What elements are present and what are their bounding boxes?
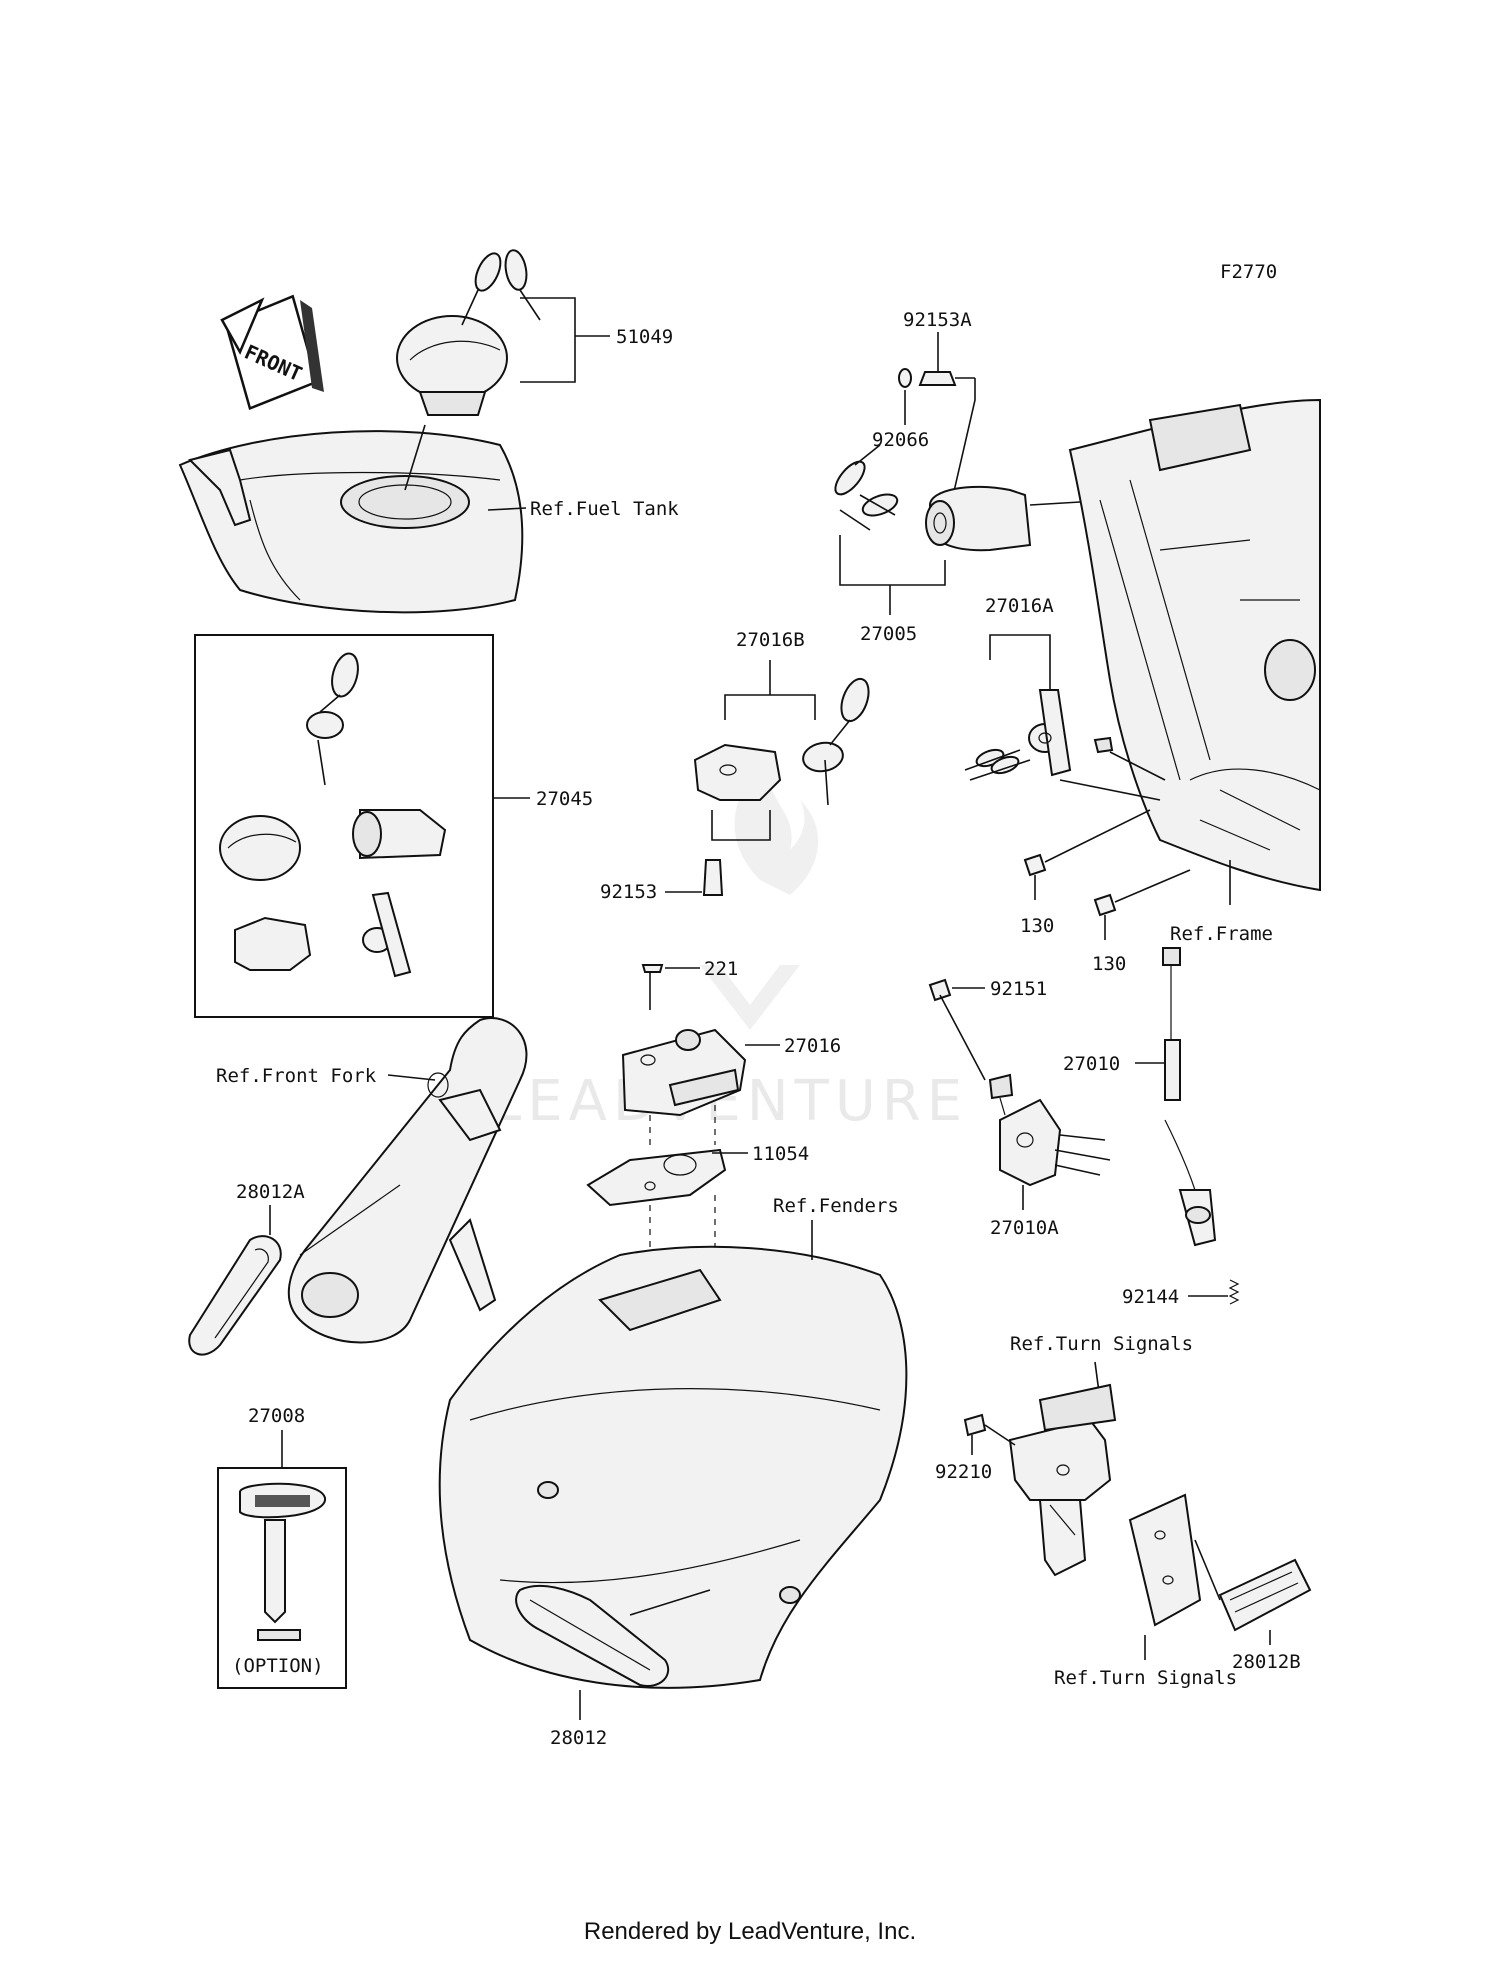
label-51049: 51049 <box>616 326 673 348</box>
option-label: (OPTION) <box>232 1655 324 1677</box>
ref-turn-signals-bottom: Ref.Turn Signals <box>1054 1667 1237 1689</box>
spring-92144 <box>1228 1279 1240 1305</box>
nut-92210 <box>963 1413 987 1437</box>
label-27008: 27008 <box>248 1405 305 1427</box>
plate-turn-signal <box>1128 1493 1202 1627</box>
kit-27045-lock-housing <box>234 916 312 971</box>
keys-27005 <box>834 444 899 531</box>
plate-11054 <box>586 1148 727 1207</box>
label-92144: 92144 <box>1122 1286 1179 1308</box>
reflector-28012B <box>1218 1558 1312 1632</box>
reflector-28012A <box>188 1235 282 1356</box>
label-27016: 27016 <box>784 1035 841 1057</box>
kit-27045-lock <box>362 891 412 978</box>
kit-27045-keys <box>306 652 359 786</box>
leader-frame-cyl <box>1029 501 1081 506</box>
keys-27016B <box>802 677 870 806</box>
ref-frame: Ref.Frame <box>1170 923 1273 945</box>
frame <box>1068 398 1321 892</box>
keys-27016A <box>964 748 1031 781</box>
screw-221 <box>641 964 664 973</box>
bracket-51049 <box>520 297 576 383</box>
bolt-92151 <box>928 978 952 1002</box>
kit-27045-cylinder <box>352 809 447 860</box>
reflector-28012 <box>515 1584 670 1687</box>
brake-switch <box>1164 1119 1217 1247</box>
ignition-cylinder-27005 <box>925 485 1032 552</box>
label-27010A: 27010A <box>990 1217 1059 1239</box>
nut-130a <box>1023 853 1047 877</box>
lock-housing-27016B <box>693 743 782 801</box>
fuel-tank <box>178 430 524 614</box>
key-pair-51049 <box>461 249 541 326</box>
bracket-27016A <box>989 634 1051 690</box>
switch-27010A <box>988 1073 1111 1187</box>
label-28012A: 28012A <box>236 1181 305 1203</box>
label-27045: 27045 <box>536 788 593 810</box>
label-27005: 27005 <box>860 623 917 645</box>
label-92151: 92151 <box>990 978 1047 1000</box>
ref-fenders: Ref.Fenders <box>773 1195 899 1217</box>
washer-92066 <box>898 368 912 388</box>
leader-cap <box>404 424 426 491</box>
fuel-cap <box>396 315 508 416</box>
bolt-92153 <box>702 859 724 896</box>
label-221: 221 <box>704 958 738 980</box>
ref-fuel-tank: Ref.Fuel Tank <box>530 498 679 520</box>
leader-fuel-tank <box>487 507 527 511</box>
mount-27016 <box>621 1028 747 1117</box>
leader-27005-cyl <box>951 378 976 501</box>
front-arrow: FRONT <box>220 294 324 411</box>
label-130b: 130 <box>1092 953 1126 975</box>
label-28012B: 28012B <box>1232 1651 1301 1673</box>
wire-27010 <box>1162 947 1181 1101</box>
front-fork <box>287 1017 528 1344</box>
label-27016A: 27016A <box>985 595 1054 617</box>
ref-turn-signals-top: Ref.Turn Signals <box>1010 1333 1193 1355</box>
bracket-27016B <box>724 694 816 720</box>
footer-credit: Rendered by LeadVenture, Inc. <box>583 1918 917 1945</box>
option-key-27008 <box>239 1482 326 1641</box>
lock-27016A <box>1028 689 1114 777</box>
label-130a: 130 <box>1020 915 1054 937</box>
label-92066: 92066 <box>872 429 929 451</box>
ref-front-fork: Ref.Front Fork <box>216 1065 377 1087</box>
bracket-92153 <box>711 810 771 841</box>
label-28012: 28012 <box>550 1727 607 1749</box>
label-27010: 27010 <box>1063 1053 1120 1075</box>
label-27016B: 27016B <box>736 629 805 651</box>
label-11054: 11054 <box>752 1143 809 1165</box>
rear-fender <box>438 1245 908 1689</box>
kit-27045-box <box>194 634 494 1018</box>
label-92153A: 92153A <box>903 309 972 331</box>
figure-code: F2770 <box>1220 261 1277 283</box>
turn-signal-bracket <box>1008 1383 1117 1577</box>
nut-130b <box>1093 893 1117 917</box>
label-92153: 92153 <box>600 881 657 903</box>
kit-27045-cap <box>219 815 301 881</box>
bracket-27005 <box>839 535 946 586</box>
screw-92153A <box>918 371 957 386</box>
label-92210: 92210 <box>935 1461 992 1483</box>
